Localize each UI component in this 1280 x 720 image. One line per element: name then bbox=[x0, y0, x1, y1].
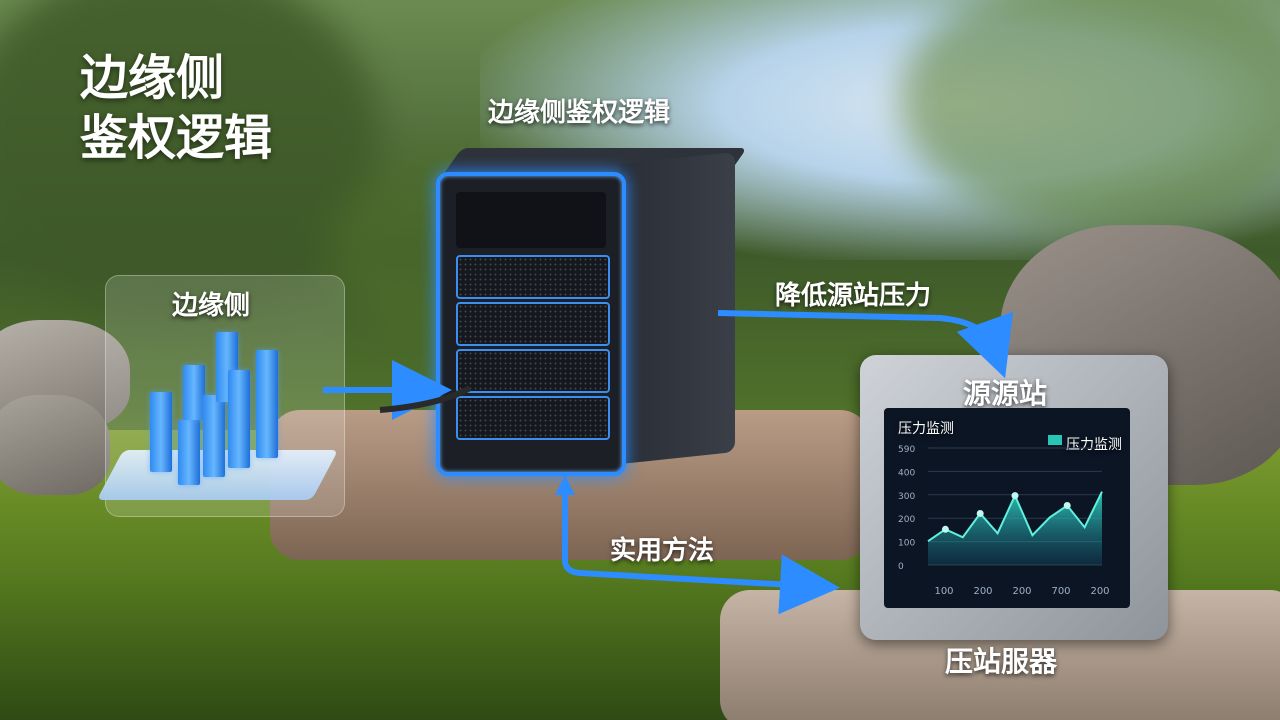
chart-x-tick-label: 200 bbox=[1090, 586, 1109, 597]
chart-y-tick-label: 200 bbox=[898, 515, 915, 525]
chart-x-tick-label: 200 bbox=[1012, 586, 1031, 597]
bar-7 bbox=[256, 350, 278, 458]
title-line-1: 边缘侧 bbox=[80, 50, 225, 106]
chart-y-tick-label: 400 bbox=[898, 468, 915, 478]
chart-title: 压力监测 bbox=[898, 421, 954, 437]
pressure-chart: 590 400 300 200 100 0 100 200 200 700 200 bbox=[898, 445, 1110, 597]
foliage-left bbox=[0, 0, 380, 320]
chart-y-tick-label: 0 bbox=[898, 562, 904, 572]
monitor-screen bbox=[884, 408, 1130, 608]
chart-x-tick-label: 100 bbox=[934, 586, 953, 597]
bar-4 bbox=[203, 395, 225, 477]
chart-x-tick-label: 700 bbox=[1051, 586, 1070, 597]
arrow-label-top: 降低源站压力 bbox=[775, 281, 932, 311]
chart-y-tick-label: 100 bbox=[898, 539, 915, 549]
foliage-right bbox=[900, 0, 1280, 230]
rock-left-lower bbox=[0, 395, 110, 495]
arrow-server-to-monitor bbox=[717, 310, 1014, 379]
chart-legend-label: 压力监测 bbox=[1066, 437, 1122, 453]
bar-6 bbox=[228, 370, 250, 468]
server-drive-4 bbox=[456, 396, 610, 440]
bar-1 bbox=[150, 392, 172, 472]
arrow-bidirectional bbox=[562, 490, 840, 615]
chart-point bbox=[1011, 492, 1019, 500]
chart-point bbox=[1063, 502, 1071, 510]
server-drive-2 bbox=[456, 302, 610, 346]
title-line-2: 鉴权逻辑 bbox=[80, 110, 273, 166]
server-label: 边缘侧鉴权逻辑 bbox=[488, 98, 671, 128]
edge-panel-label: 边缘侧 bbox=[172, 291, 251, 321]
bar-3 bbox=[183, 365, 205, 420]
page-title: 边缘侧 鉴权逻辑 bbox=[80, 48, 272, 168]
chart-y-tick-label: 300 bbox=[898, 492, 915, 502]
server-drive-3 bbox=[456, 349, 610, 393]
server-drive-1 bbox=[456, 255, 610, 299]
arrow-bidirectional-head-up bbox=[555, 475, 575, 495]
chart-x-tick-label: 200 bbox=[973, 586, 992, 597]
bar-2 bbox=[178, 420, 200, 485]
chart-point bbox=[976, 509, 984, 517]
server-cable bbox=[379, 385, 472, 413]
monitor-title: 源源站 bbox=[963, 377, 1048, 410]
chart-legend-swatch bbox=[1048, 435, 1062, 445]
chart-area bbox=[928, 491, 1102, 565]
monitor-caption: 压站服器 bbox=[945, 645, 1058, 678]
server-drive-bay bbox=[456, 192, 606, 248]
chart-point bbox=[941, 525, 949, 533]
arrow-label-bottom: 实用方法 bbox=[610, 536, 715, 566]
chart-y-tick-label: 590 bbox=[898, 445, 915, 455]
